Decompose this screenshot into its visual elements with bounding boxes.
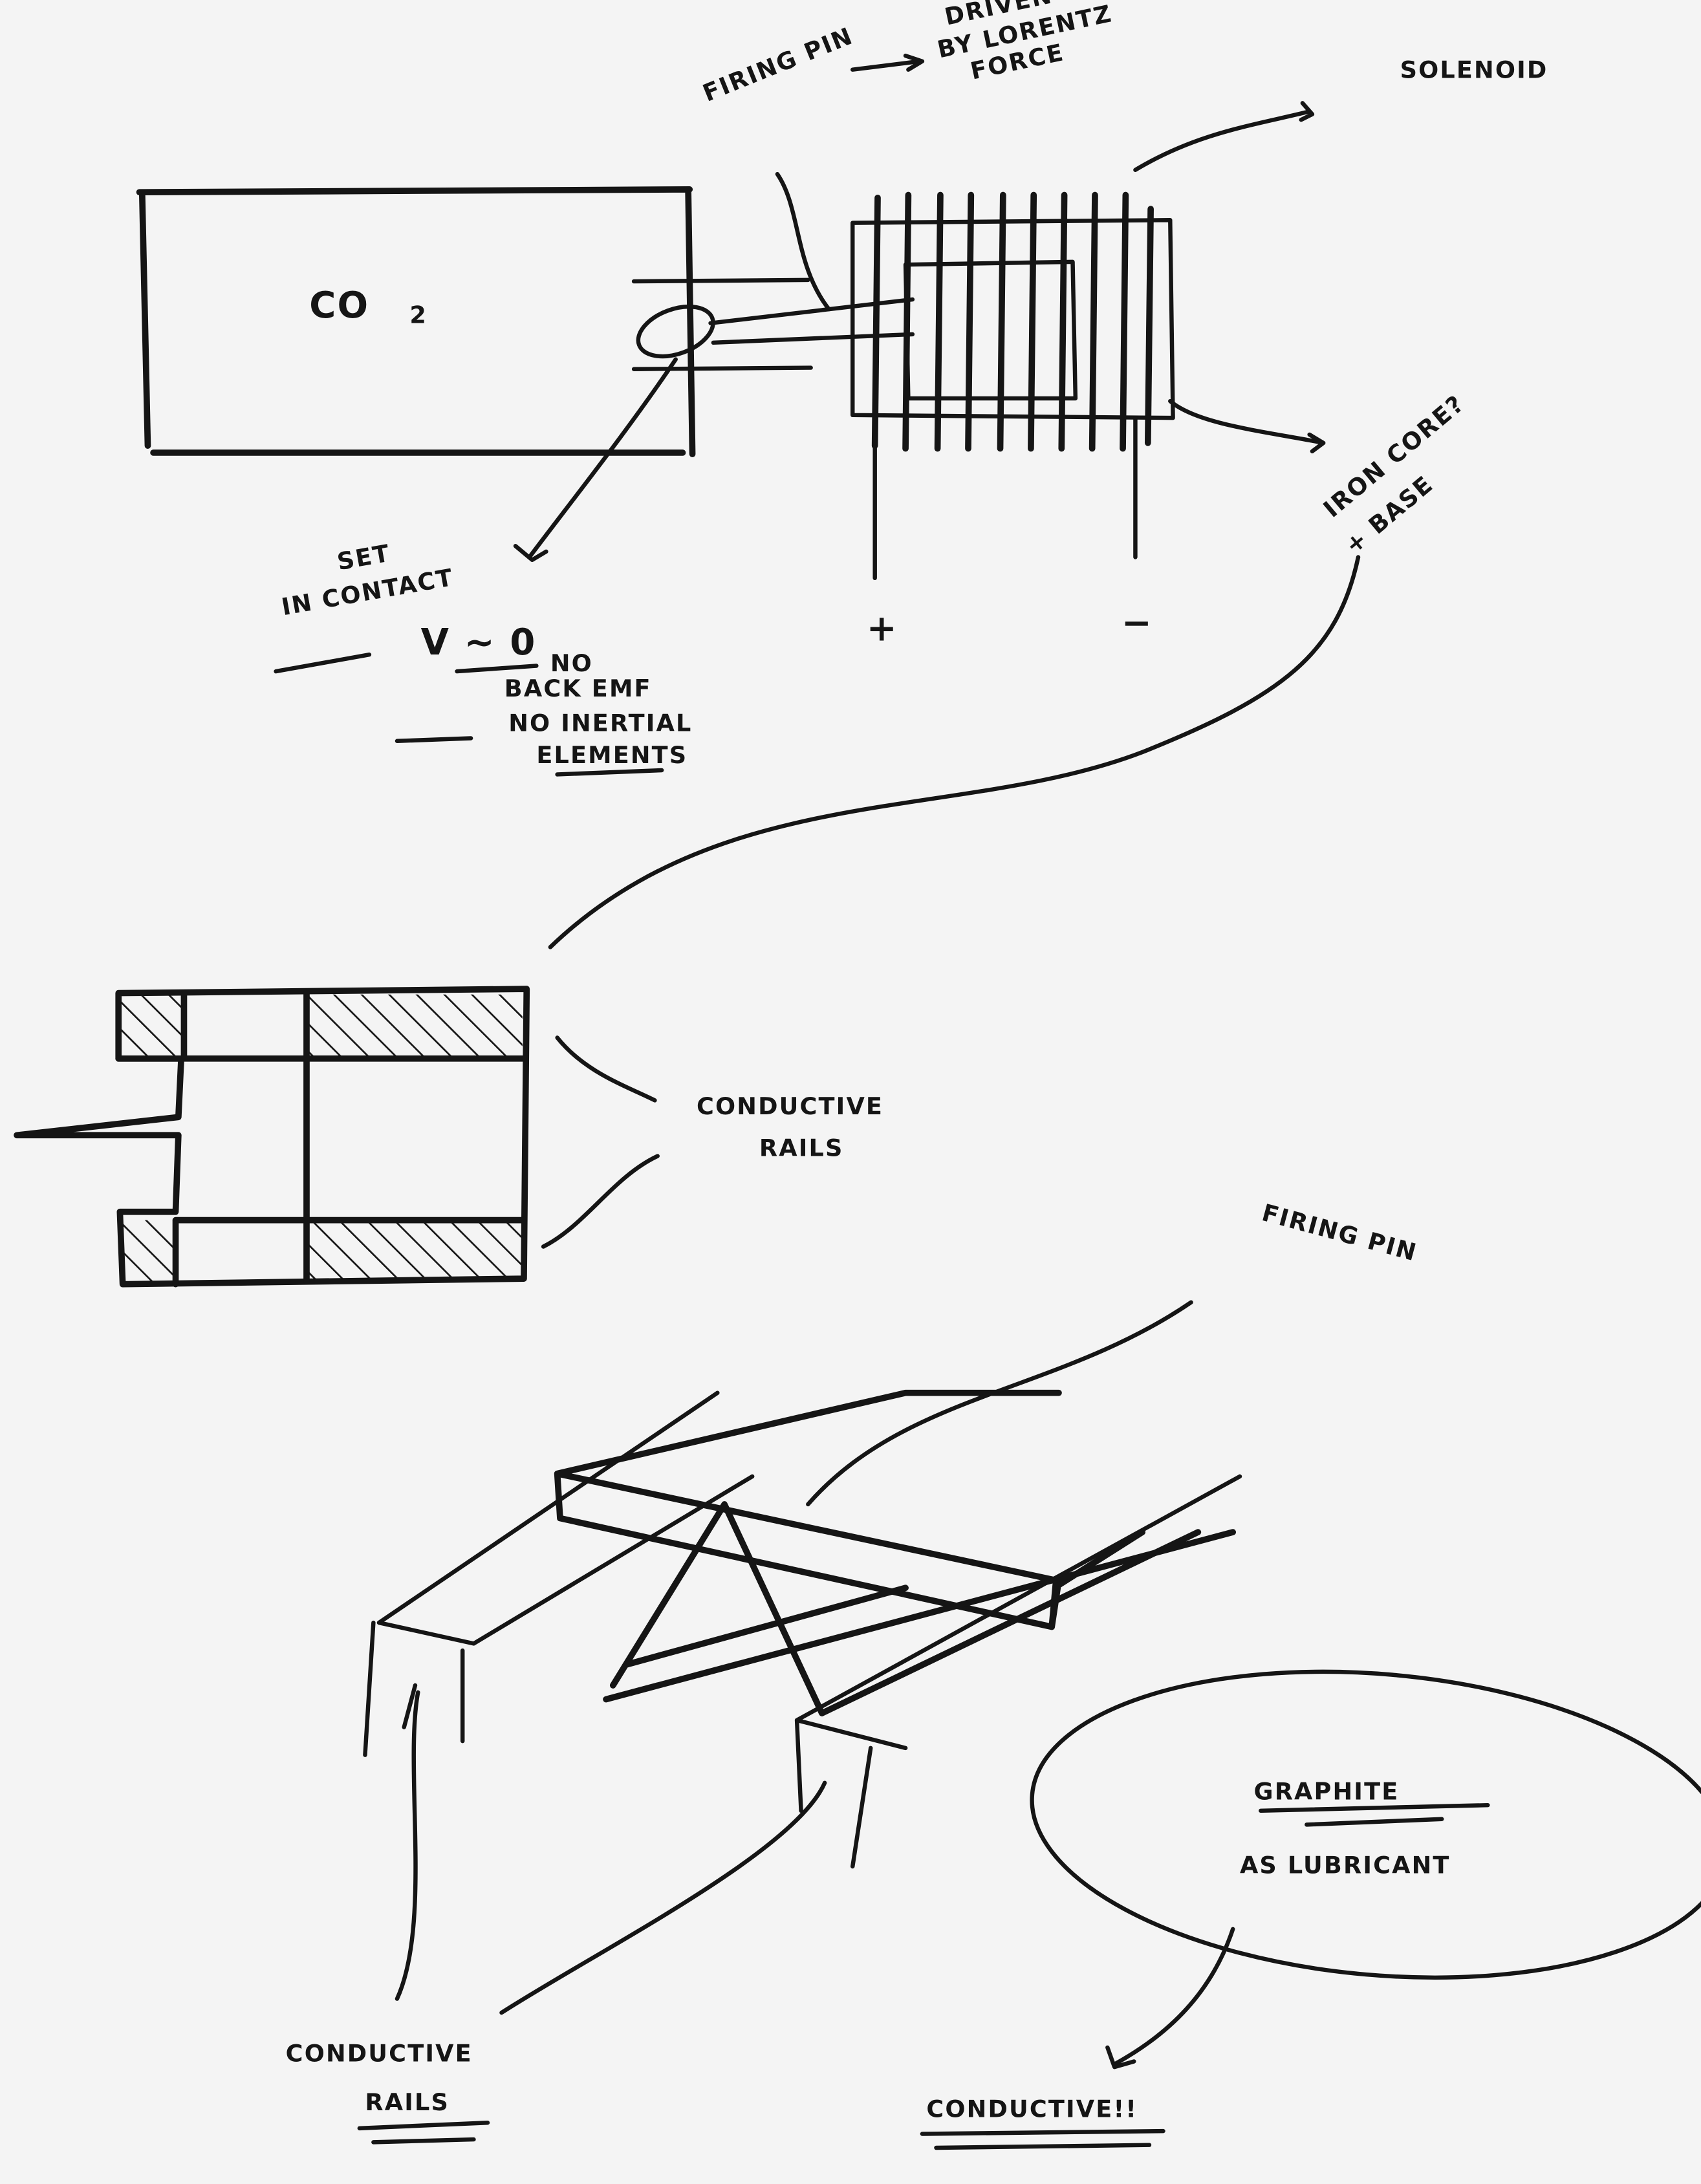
conductive-label: CONDUCTIVE!!	[926, 2095, 1138, 2123]
solenoid-label: SOLENOID	[1400, 56, 1548, 84]
no-inertial-label: NO INERTIAL	[508, 709, 692, 737]
v-zero-label: V ~ 0	[421, 622, 537, 664]
rail-cross-section: CONDUCTIVE RAILS	[14, 986, 883, 1288]
rail-3d-sketch: FIRING PIN GRAPHITE AS LUBRICANT CONDUCT…	[286, 1198, 1701, 2150]
co2-canister: CO 2	[136, 186, 696, 457]
co2-label: CO	[309, 285, 369, 327]
co2-subscript: 2	[409, 301, 428, 329]
back-emf-label: BACK EMF	[504, 675, 652, 702]
conductive-rails-label-2: RAILS	[759, 1134, 844, 1162]
graphite-ellipse	[1030, 1669, 1701, 1980]
connector-curve	[548, 555, 1361, 949]
firing-pin-leader	[806, 1300, 1193, 1507]
minus-terminal: −	[1121, 602, 1153, 644]
conductive-rails-bottom-2: RAILS	[365, 2088, 450, 2116]
no-label: NO	[550, 649, 593, 677]
conductive-rails-bottom-1: CONDUCTIVE	[286, 2039, 473, 2067]
graphite-label: GRAPHITE	[1253, 1778, 1399, 1806]
firing-pin-top	[631, 171, 915, 371]
elements-label: ELEMENTS	[536, 741, 688, 769]
conductive-rails-label-1: CONDUCTIVE	[697, 1092, 883, 1120]
lubricant-label: AS LUBRICANT	[1240, 1852, 1451, 1879]
plus-terminal: +	[867, 608, 898, 650]
solenoid-coil: + −	[850, 191, 1175, 650]
